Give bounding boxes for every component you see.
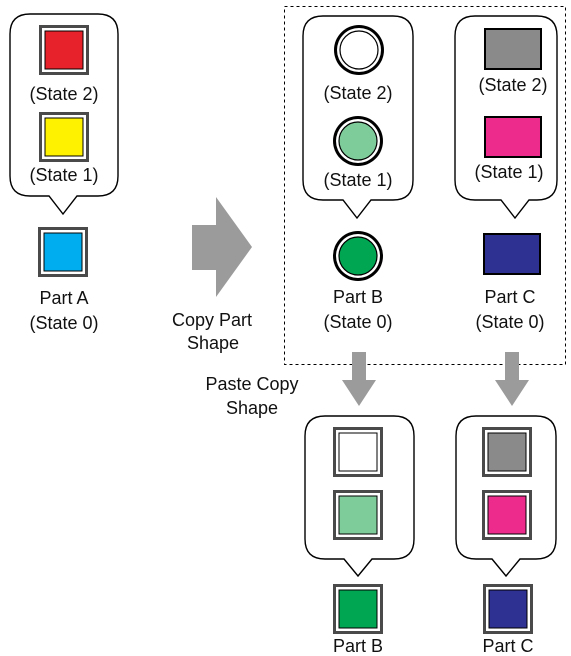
copy-label-line1: Copy Part [172, 310, 252, 330]
part-c-state1-label: (State 1) [474, 162, 543, 182]
part-b-state2-lamp [334, 25, 384, 75]
part-b-result-state1-lamp [333, 490, 383, 540]
part-a-state2-lamp [39, 25, 89, 75]
part-b-name: Part B [333, 287, 383, 307]
paste-label-line2: Shape [226, 398, 278, 418]
part-c-state1-lamp [484, 116, 542, 158]
part-b-state0-lamp [333, 231, 383, 281]
part-c-name: Part C [484, 287, 535, 307]
part-c-state2-label: (State 2) [478, 75, 547, 95]
paste-arrow-b [342, 352, 376, 406]
part-a-name: Part A [39, 288, 88, 308]
part-a-state0-label: (State 0) [29, 313, 98, 333]
part-a-state1-label: (State 1) [29, 165, 98, 185]
part-c-result-name: Part C [482, 636, 533, 656]
part-c-state0-lamp [483, 233, 541, 275]
part-b-result-state0-lamp [333, 584, 383, 634]
part-c-result-state0-lamp [483, 584, 533, 634]
copy-arrow [192, 197, 252, 297]
part-b-state0-label: (State 0) [323, 312, 392, 332]
part-b-state1-lamp [333, 116, 383, 166]
paste-arrow-c [495, 352, 529, 406]
part-a-state1-lamp [39, 112, 89, 162]
part-b-state1-label: (State 1) [323, 170, 392, 190]
part-b-result-state2-lamp [333, 427, 383, 477]
part-a-state2-label: (State 2) [29, 84, 98, 104]
part-c-result-state2-lamp [482, 427, 532, 477]
copy-label-line2: Shape [187, 333, 239, 353]
part-b-result-name: Part B [333, 636, 383, 656]
part-b-state2-label: (State 2) [323, 83, 392, 103]
paste-label-line1: Paste Copy [205, 374, 298, 394]
part-c-state0-label: (State 0) [475, 312, 544, 332]
part-c-result-state1-lamp [482, 490, 532, 540]
part-c-state2-lamp [484, 28, 542, 70]
part-a-state0-lamp [38, 227, 88, 277]
selection-frame [284, 6, 566, 365]
